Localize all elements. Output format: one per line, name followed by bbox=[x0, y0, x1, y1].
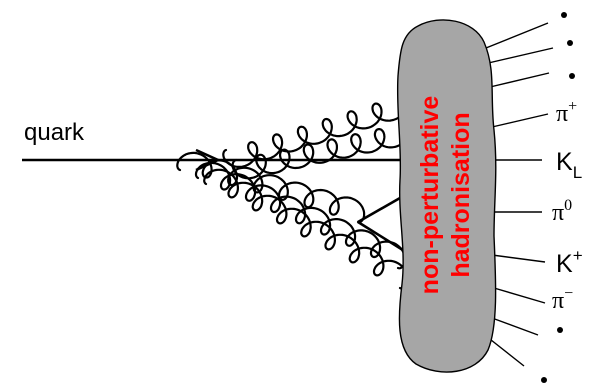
hadron-labels: π+ KL π0 K+ π− bbox=[552, 98, 583, 314]
hadron-line-pi-plus bbox=[491, 113, 549, 128]
blob-label: non-perturbative hadronisation bbox=[416, 96, 475, 295]
outgoing-hadron-lines bbox=[475, 22, 554, 367]
dot-2 bbox=[567, 40, 573, 46]
blob-text-line2: hadronisation bbox=[447, 112, 475, 277]
gluon-upper-1 bbox=[222, 94, 408, 168]
hadron-line-7 bbox=[491, 317, 539, 336]
gluon-lower-3 bbox=[203, 168, 409, 290]
hadron-line-1 bbox=[475, 22, 549, 53]
gluon-lower-2 bbox=[194, 161, 407, 270]
gluon-lower-1 bbox=[176, 151, 366, 224]
hadron-line-pi-minus bbox=[493, 287, 546, 304]
dot-1 bbox=[561, 12, 567, 18]
blob-text-line1: non-perturbative bbox=[416, 96, 444, 295]
dot-3 bbox=[569, 73, 575, 79]
hadron-line-2 bbox=[483, 47, 554, 65]
hadron-label-pi-zero: π0 bbox=[552, 197, 572, 226]
dot-5 bbox=[541, 377, 547, 383]
branch-line-lower bbox=[357, 220, 407, 254]
hadron-label-pi-minus: π− bbox=[552, 285, 573, 314]
hadron-line-8 bbox=[485, 335, 525, 367]
hadronisation-blob bbox=[396, 19, 497, 373]
branch-line-upper bbox=[357, 196, 401, 224]
dot-4 bbox=[557, 327, 563, 333]
hadron-line-k-plus bbox=[491, 254, 546, 263]
hadron-label-k-long: KL bbox=[556, 148, 582, 182]
hadron-line-3 bbox=[489, 72, 550, 88]
gluon-lines bbox=[176, 94, 410, 290]
hadron-label-pi-plus: π+ bbox=[556, 98, 577, 127]
branch-lines bbox=[357, 196, 407, 254]
gluon-upper-2 bbox=[231, 122, 410, 180]
hadron-label-k-plus: K+ bbox=[556, 246, 583, 278]
continuation-dots bbox=[541, 12, 575, 383]
quark-label: quark bbox=[24, 119, 85, 146]
